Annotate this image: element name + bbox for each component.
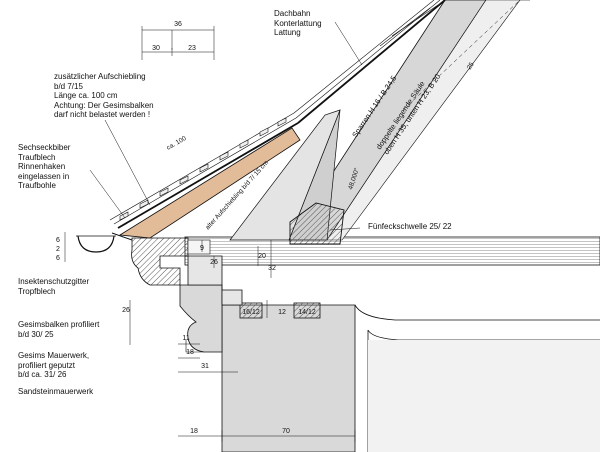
sill-beams [239, 302, 321, 319]
dim-18b: 18 [190, 428, 198, 435]
cornice-masonry [179, 284, 223, 353]
label-pentagon-sill: Fünfeckschwelle 25/ 22 [368, 222, 452, 231]
dim-9: 9 [200, 245, 204, 252]
roof-layers [109, 0, 446, 229]
pentagon-sill [289, 202, 345, 245]
dim-26a: 26 [210, 259, 218, 266]
dim-32: 32 [268, 265, 276, 272]
dim-25-label: 25 [466, 61, 476, 71]
beam-14-12: 14/12 [298, 309, 316, 316]
cornice-beam [131, 237, 243, 306]
dim-top-left: 30 [152, 45, 160, 52]
label-cornice-beam: Gesimsbalken profiliert b/d 30/ 25 [18, 320, 100, 339]
dim-70: 70 [282, 428, 290, 435]
gutter [76, 232, 133, 253]
dim-top-total: 36 [174, 21, 182, 28]
label-additional-sprocket: zusätzlicher Aufschiebling b/d 7/15 Läng… [54, 72, 154, 119]
leader-lines [89, 21, 363, 231]
tiles [119, 117, 287, 221]
dim-6b: 6 [56, 255, 60, 262]
double-lying-post [326, 0, 530, 241]
label-eave: Sechseckbiber Traufblech Rinnenhaken ein… [18, 143, 71, 190]
ceiling-joist-band [184, 236, 600, 266]
sandstone-wall [221, 304, 600, 452]
dim-31: 31 [201, 363, 209, 370]
dim-11: 11 [182, 335, 189, 342]
label-sandstone: Sandsteinmauerwerk [18, 387, 94, 396]
label-insect-screen: Insektenschutzgitter Tropfblech [18, 277, 90, 296]
beam-16-12: 16/12 [242, 309, 260, 316]
dim-18a: 18 [186, 349, 194, 356]
ca100-label: ca. 100 [166, 135, 188, 152]
dimension-lines [64, 26, 356, 442]
dim-6a: 6 [56, 237, 60, 244]
dim-12: 12 [278, 309, 286, 316]
dim-2: 2 [56, 246, 60, 253]
label-roof-membrane: Dachbahn Konterlattung Lattung [274, 9, 322, 37]
dim-20: 20 [258, 253, 266, 260]
dim-26b: 26 [122, 307, 130, 314]
dim-top-right: 23 [188, 45, 196, 52]
label-cornice-masonry: Gesims Mauerwerk, profiliert geputzt b/d… [18, 351, 90, 379]
additional-sprocket [118, 127, 301, 239]
